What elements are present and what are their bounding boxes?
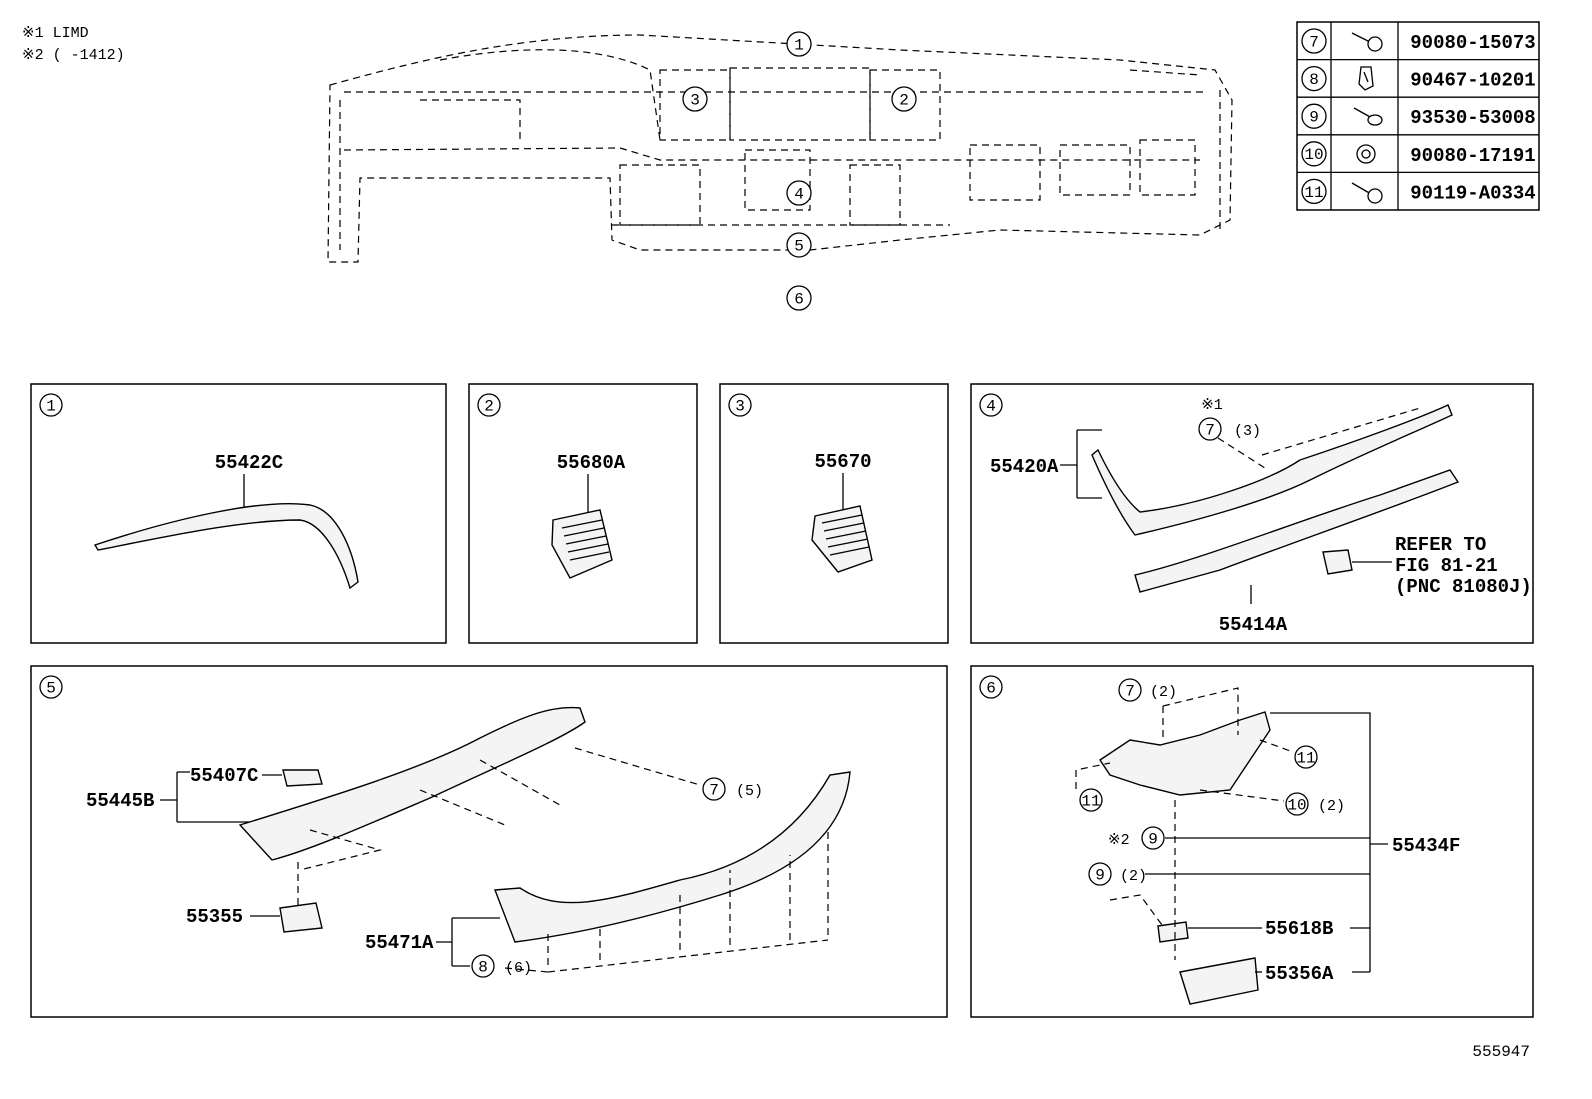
fastener-qty: (3) (1234, 423, 1261, 440)
cover-55355 (279, 902, 323, 933)
svg-text:4: 4 (794, 186, 804, 204)
bolt-washer-icon (1351, 32, 1383, 52)
svg-text:5: 5 (794, 238, 804, 256)
panel-4: 4 ※1 7 (3) 55420A 55414A REFER TO FIG 81… (970, 383, 1534, 644)
fastener-ref: 11 (1304, 184, 1323, 202)
overview-callout: 2 (891, 86, 917, 112)
part-label: 55407C (190, 765, 258, 787)
refer-line: FIG 81-21 (1395, 555, 1498, 577)
overview-callout: 6 (786, 285, 812, 311)
screw-icon (1353, 107, 1383, 126)
part-label: 55618B (1265, 918, 1333, 940)
fastener-ref: 8 (1309, 71, 1319, 89)
panel-2: 2 55680A (468, 383, 698, 644)
part-label: 55445B (86, 790, 154, 812)
overview-callout: 1 (786, 31, 812, 57)
panel-1: 1 55422C (30, 383, 447, 644)
bracket-55434f (1099, 711, 1271, 796)
panel-number: 5 (46, 680, 56, 698)
fastener-row: 7 90080-15073 (1301, 28, 1536, 54)
svg-text:2: 2 (899, 92, 909, 110)
fastener-qty: (2) (1318, 798, 1345, 815)
fastener-ref: 9 (1148, 831, 1158, 849)
fastener-ref: 7 (1125, 683, 1135, 701)
panel-55356a (1179, 957, 1259, 1005)
fastener-ref: 7 (1205, 422, 1215, 440)
fastener-part-no: 90080-15073 (1410, 32, 1535, 54)
illustration-id: 555947 (1472, 1043, 1530, 1061)
panel-5: 5 55407C 55445B 7 (5) 55355 55471A 8 (6) (30, 665, 948, 1018)
switch-55618b (1157, 921, 1189, 943)
part-label: 55670 (814, 451, 871, 473)
instrument-panel-overview: 1 2 3 4 5 6 (327, 31, 1233, 311)
fastener-part-no: 90467-10201 (1410, 70, 1535, 92)
fastener-row: 9 93530-53008 (1301, 103, 1536, 129)
fastener-part-no: 90080-17191 (1410, 145, 1535, 167)
fastener-qty: (6) (505, 960, 532, 977)
nut-icon (1356, 144, 1376, 164)
part-label: 55356A (1265, 963, 1334, 985)
vent-55670 (811, 505, 873, 573)
fastener-row: 10 90080-17191 (1301, 141, 1536, 167)
panel-number: 4 (986, 398, 996, 416)
bracket-55414a (1134, 469, 1460, 593)
panel-number: 3 (735, 398, 745, 416)
part-label: 55414A (1219, 614, 1288, 636)
fastener-ref: 7 (709, 782, 719, 800)
panel-number: 2 (484, 398, 494, 416)
fastener-ref: 9 (1095, 867, 1105, 885)
svg-text:3: 3 (690, 92, 700, 110)
fastener-ref: 11 (1296, 750, 1315, 768)
overview-callout: 5 (786, 232, 812, 258)
part-label: 55434F (1392, 835, 1460, 857)
note-date-range: ※2 ( -1412) (22, 47, 125, 64)
note-mark: ※2 (1108, 832, 1130, 849)
fastener-ref: 10 (1304, 146, 1323, 164)
refer-line: (PNC 81080J) (1395, 576, 1532, 598)
module-connector (1322, 549, 1353, 575)
panel-6: 6 7 (2) 11 11 10 (2) ※2 9 9 (2) 55434F (970, 665, 1534, 1018)
fastener-part-no: 93530-53008 (1410, 107, 1535, 129)
panel-number: 1 (46, 398, 56, 416)
cover-55407c (282, 769, 323, 787)
overview-callout: 3 (682, 86, 708, 112)
fastener-row: 11 90119-A0334 (1301, 178, 1536, 204)
fastener-ref: 10 (1287, 797, 1306, 815)
part-label: 55355 (186, 906, 243, 928)
note-limd: ※1 LIMD (22, 25, 89, 42)
part-label: 55471A (365, 932, 434, 954)
console-55445b (238, 706, 586, 861)
panel-55420a (1091, 404, 1453, 536)
screw-washer-icon (1351, 182, 1383, 204)
refer-line: REFER TO (1395, 534, 1486, 556)
panel-number: 6 (986, 680, 996, 698)
clip-icon (1358, 66, 1374, 91)
fastener-ref: 9 (1309, 109, 1319, 127)
note-mark: ※1 (1201, 397, 1223, 414)
part-label: 55422C (215, 452, 283, 474)
fastener-table: 7 90080-15073 8 90467-10201 9 93530-5300 (1296, 21, 1540, 211)
fastener-qty: (5) (736, 783, 763, 800)
part-label: 55420A (990, 456, 1059, 478)
part-label: 55680A (557, 452, 626, 474)
vent-55680a (551, 509, 613, 579)
garnish-55422c (93, 502, 359, 590)
svg-text:6: 6 (794, 291, 804, 309)
svg-text:1: 1 (794, 37, 804, 55)
fastener-qty: (2) (1120, 868, 1147, 885)
fastener-part-no: 90119-A0334 (1410, 182, 1535, 204)
fastener-ref: 8 (478, 959, 488, 977)
fastener-ref: 11 (1081, 793, 1100, 811)
fastener-qty: (2) (1150, 684, 1177, 701)
fastener-row: 8 90467-10201 (1301, 65, 1536, 92)
panel-3: 3 55670 (719, 383, 949, 644)
overview-callout: 4 (786, 180, 812, 206)
garnish-55471a (494, 771, 851, 943)
fastener-ref: 7 (1309, 34, 1319, 52)
